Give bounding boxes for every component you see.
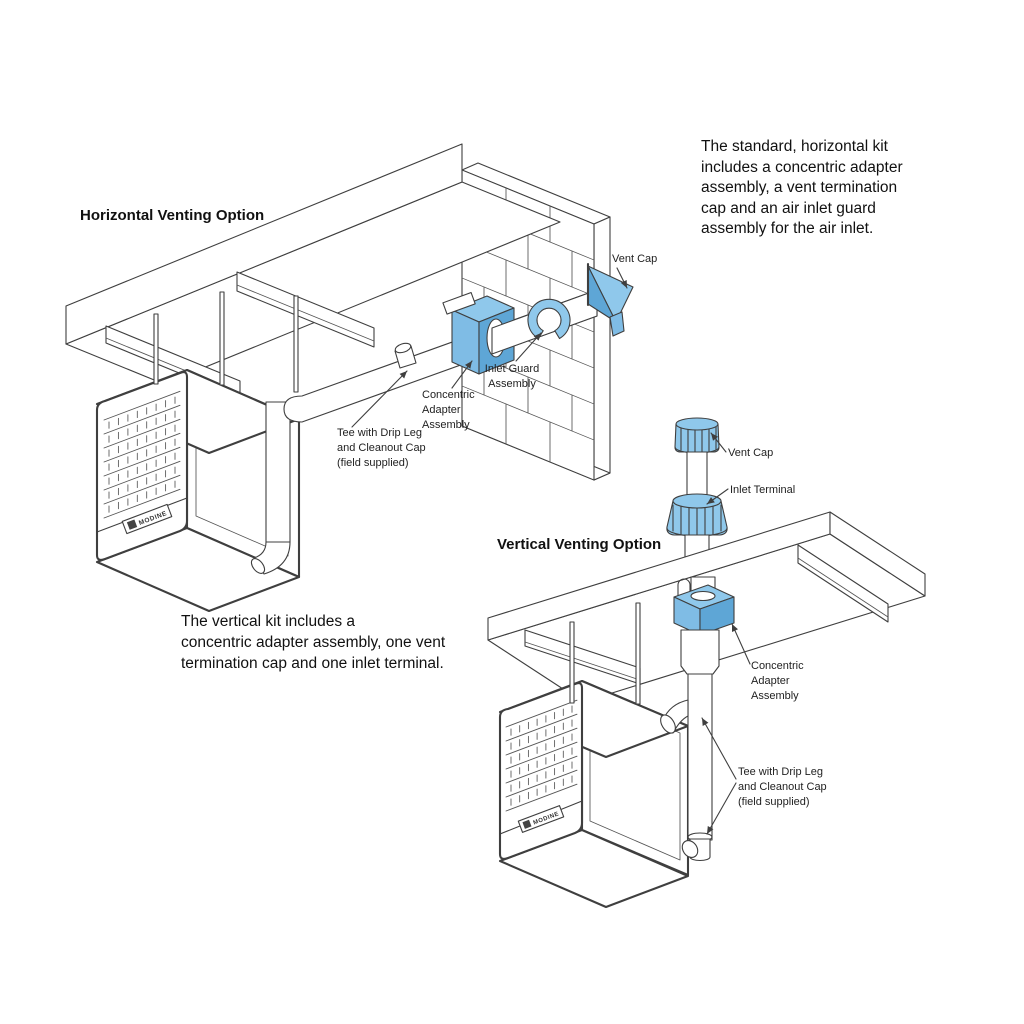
- description-line: cap and an air inlet guard: [701, 199, 876, 217]
- vertical-leader-lines: [701, 432, 751, 835]
- vertical-diagram: MODINE: [487, 417, 926, 909]
- cleanout-cap: [681, 840, 699, 858]
- hanger-rod-right: [219, 291, 225, 386]
- leader-arrowhead: [702, 718, 709, 726]
- drip-leg-tee-vertical: [681, 832, 713, 862]
- vertical-vent-pipe: [660, 629, 720, 841]
- label-adapter-horizontal: Concentric Adapter Assembly: [422, 389, 475, 431]
- vent-cap-vertical: [674, 417, 720, 501]
- roof-joists: [524, 544, 889, 685]
- horizontal-diagram: MODINE: [65, 143, 634, 613]
- hanger-rod-left: [153, 313, 159, 385]
- description-line: assembly, a vent termination: [701, 179, 898, 196]
- drip-leg-tee-horizontal: [394, 342, 417, 369]
- description-line: termination cap and one inlet terminal.: [181, 655, 444, 672]
- label-vent-cap-vertical: Vent Cap: [728, 447, 774, 459]
- description-line: assembly for the air inlet.: [701, 220, 874, 237]
- leader-arrowhead: [620, 280, 627, 288]
- vent-cap-horizontal: [586, 262, 634, 337]
- ceiling-slab: [65, 143, 561, 385]
- label-inlet-guard: Inlet Guard Assembly: [484, 363, 540, 390]
- hanger-rod-right: [635, 602, 641, 705]
- flue-riser-pipe: [250, 401, 291, 575]
- heater-louver-grille: [103, 390, 181, 519]
- heater-front-panel: [95, 371, 189, 561]
- heater-louver-grille: [505, 699, 578, 812]
- horizontal-leader-lines: [351, 267, 628, 428]
- leader-arrowhead: [533, 333, 541, 341]
- leader-arrowhead: [465, 361, 472, 369]
- concentric-adapter-vertical: [673, 584, 735, 636]
- leader-arrowhead: [732, 624, 738, 632]
- inlet-terminal: [666, 493, 728, 561]
- heater-front-panel: [498, 682, 584, 860]
- description-line: concentric adapter assembly, one vent: [181, 634, 446, 651]
- horizontal-title: Horizontal Venting Option: [80, 207, 265, 224]
- label-inlet-terminal: Inlet Terminal: [730, 484, 796, 496]
- description-line: includes a concentric adapter: [701, 158, 903, 176]
- vertical-title: Vertical Venting Option: [497, 536, 662, 553]
- description-line: The vertical kit includes a: [181, 613, 356, 630]
- label-tee-vertical: Tee with Drip Leg and Cleanout Cap (fiel…: [738, 766, 827, 808]
- label-tee-horizontal: Tee with Drip Leg and Cleanout Cap (fiel…: [337, 427, 426, 469]
- vertical-description: The vertical kit includes a concentric a…: [181, 611, 445, 674]
- leader-arrowhead: [707, 497, 715, 504]
- hanger-rod-left: [569, 621, 575, 704]
- inlet-guard-clamp: [527, 298, 571, 340]
- leader-arrowhead: [399, 371, 407, 379]
- description-line: The standard, horizontal kit: [701, 138, 888, 155]
- horizontal-description: The standard, horizontal kit includes a …: [701, 137, 903, 240]
- hanger-rod-rear: [293, 295, 299, 393]
- leader-arrowhead: [711, 433, 719, 441]
- leader-arrowhead: [707, 826, 714, 834]
- label-vent-cap-horizontal: Vent Cap: [612, 253, 658, 265]
- heater-unit-vertical: MODINE: [498, 679, 690, 909]
- concentric-adapter-horizontal: [442, 289, 598, 375]
- conduit-hook: [677, 578, 691, 601]
- label-adapter-vertical: Concentric Adapter Assembly: [751, 660, 804, 702]
